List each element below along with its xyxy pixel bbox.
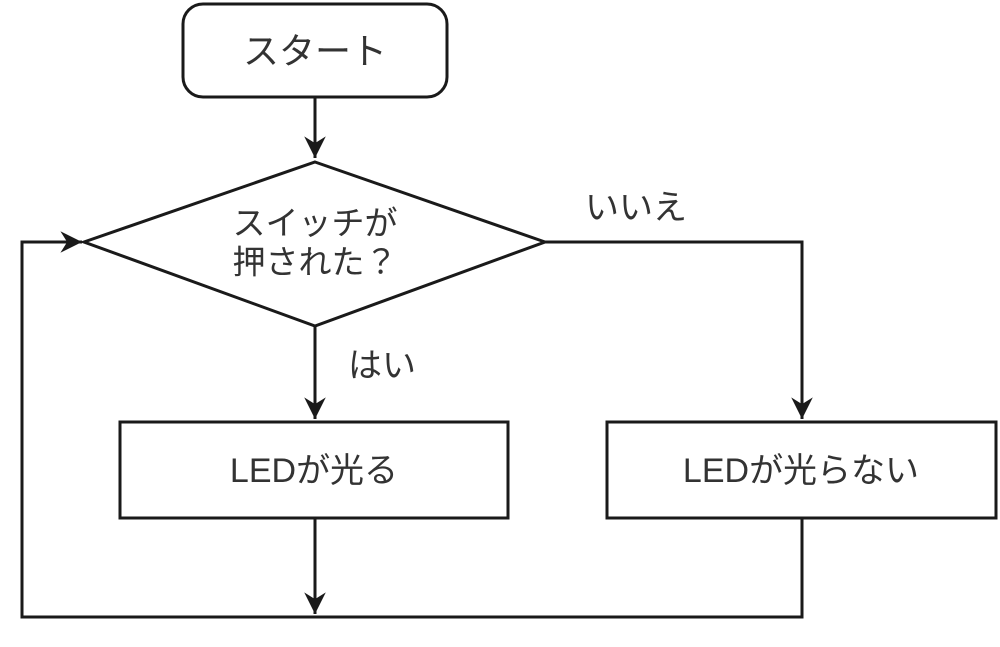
start-node: スタート xyxy=(181,2,449,99)
led-off-node-label: LEDが光らない xyxy=(683,452,919,490)
led-on-node: LEDが光る xyxy=(118,420,510,520)
edge-label-yes: はい xyxy=(348,347,416,385)
decision-node: スイッチが 押された？ xyxy=(79,160,550,328)
decision-node-label-line1: スイッチが xyxy=(233,205,398,242)
start-node-label: スタート xyxy=(243,31,387,72)
decision-node-shape xyxy=(79,160,550,328)
edge-loop-back-line xyxy=(20,231,804,619)
led-on-node-label: LEDが光る xyxy=(230,452,398,490)
decision-node-label-line2: 押された？ xyxy=(233,244,398,281)
edge-decision-no-line xyxy=(545,240,813,419)
led-off-node: LEDが光らない xyxy=(605,420,998,520)
edge-decision-no-to-led-off xyxy=(545,240,813,419)
edge-merge-loop-to-decision xyxy=(20,231,804,619)
edge-label-no: いいえ xyxy=(585,189,687,227)
led-off-node-shape xyxy=(605,420,998,520)
start-node-shape xyxy=(181,2,449,99)
led-on-node-shape xyxy=(118,420,510,520)
